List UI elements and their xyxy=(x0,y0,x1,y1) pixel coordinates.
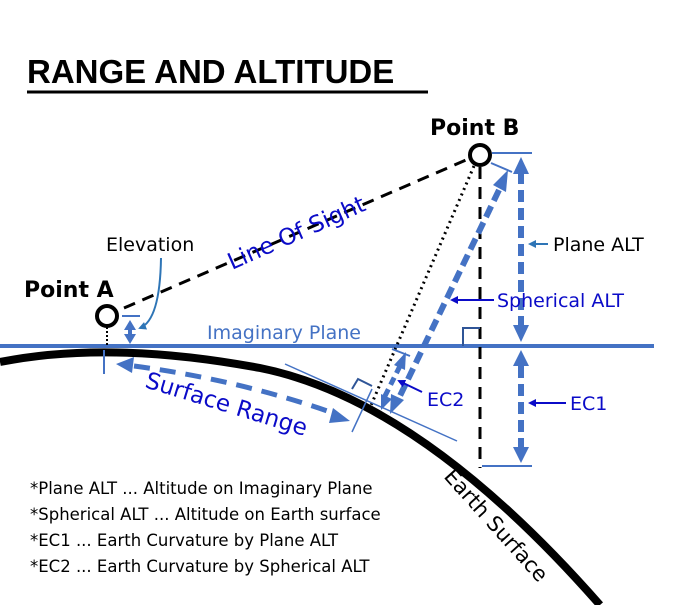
note-ec2: *EC2 ... Earth Curvature by Spherical AL… xyxy=(30,557,370,576)
page-title: RANGE AND ALTITUDE xyxy=(27,53,428,94)
ec2-arrow xyxy=(381,348,423,410)
surface-range-label: Surface Range xyxy=(142,368,310,442)
note-plane-alt: *Plane ALT ... Altitude on Imaginary Pla… xyxy=(30,479,373,498)
point-b-label: Point B xyxy=(430,116,519,141)
note-spherical-alt: *Spherical ALT ... Altitude on Earth sur… xyxy=(30,505,381,524)
elevation-label: Elevation xyxy=(106,234,194,256)
line-of-sight xyxy=(123,158,467,310)
imaginary-plane-label: Imaginary Plane xyxy=(207,322,361,344)
legend-notes: *Plane ALT ... Altitude on Imaginary Pla… xyxy=(30,479,381,576)
note-ec1: *EC1 ... Earth Curvature by Plane ALT xyxy=(30,531,339,550)
point-a-label: Point A xyxy=(24,278,114,303)
plane-alt-arrow xyxy=(492,152,548,342)
elevation-indicator xyxy=(122,257,162,344)
earth-surface-curve xyxy=(0,348,604,605)
line-of-sight-label: Line Of Sight xyxy=(224,192,370,276)
plane-alt-label: Plane ALT xyxy=(553,234,644,256)
tangent-line xyxy=(284,363,458,442)
earth-surface-label: Earth Surface xyxy=(439,464,553,586)
spherical-alt-label: Spherical ALT xyxy=(497,290,624,312)
spherical-alt-arrow xyxy=(390,162,513,414)
svg-text:RANGE AND ALTITUDE: RANGE AND ALTITUDE xyxy=(27,53,394,90)
ec1-label: EC1 xyxy=(570,393,607,415)
surface-range-arrow xyxy=(116,357,350,423)
point-b-marker xyxy=(468,143,492,167)
point-a-marker xyxy=(95,304,119,328)
ec1-arrow xyxy=(482,350,566,467)
earth-normal-line xyxy=(367,165,476,411)
ec2-label: EC2 xyxy=(427,389,464,411)
